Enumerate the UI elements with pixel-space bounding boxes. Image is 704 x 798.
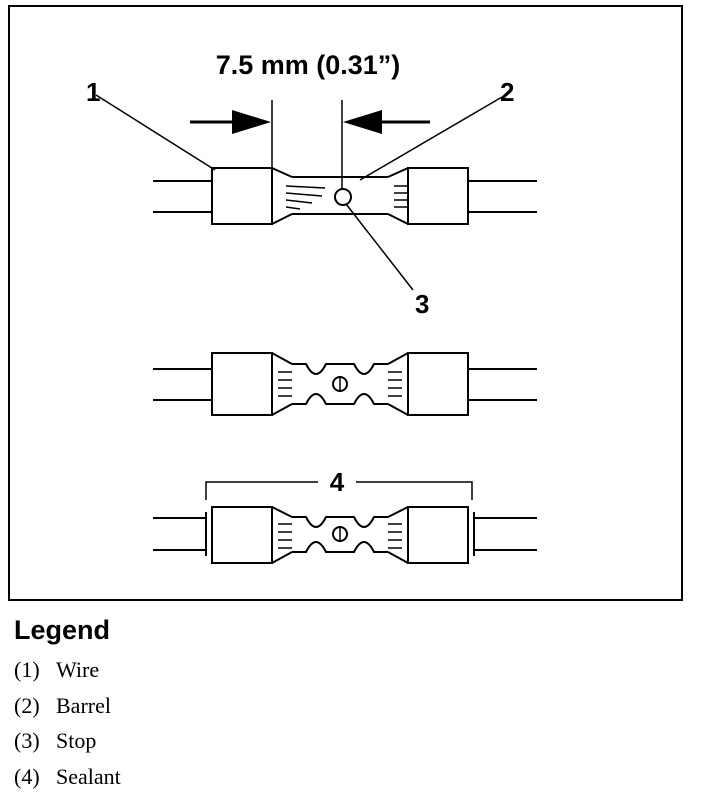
legend-item-label: Stop	[56, 728, 97, 753]
legend-item-sealant: (4) Sealant	[14, 759, 121, 795]
stage-3-sealed	[153, 506, 537, 564]
leader-2	[359, 96, 503, 181]
callout-1: 1	[86, 77, 100, 107]
callout-3: 3	[415, 289, 429, 319]
dimension-markers	[190, 100, 430, 190]
legend-item-number: (4)	[14, 763, 40, 789]
callout-4: 4	[330, 467, 345, 497]
stage-1-splice	[153, 167, 537, 225]
legend-item-barrel: (2) Barrel	[14, 688, 121, 724]
sealant-bracket	[205, 481, 473, 500]
legend-item-number: (2)	[14, 692, 40, 718]
legend-item-label: Barrel	[56, 692, 111, 718]
legend-item-number: (1)	[14, 657, 40, 682]
leader-3	[345, 203, 414, 291]
legend-item-number: (3)	[14, 728, 40, 753]
stage-2-crimped	[153, 352, 537, 416]
legend-item-label: Wire	[56, 657, 100, 682]
callout-2: 2	[500, 77, 514, 107]
dimension-arrow-left	[232, 110, 271, 134]
legend-title: Legend	[14, 615, 111, 645]
dimension-label: 7.5 mm (0.31”)	[216, 50, 401, 80]
legend-item-wire: (1) Wire	[14, 652, 121, 688]
legend-item-label: Sealant	[56, 763, 121, 789]
dimension-arrow-right	[343, 110, 382, 134]
figure-frame	[8, 5, 683, 601]
legend: Legend (1) Wire (2) Barrel (3) Stop (4) Seal…	[14, 614, 121, 794]
leader-1	[95, 94, 216, 171]
legend-item-stop: (3) Stop	[14, 723, 121, 759]
splice-diagram: 7.5 mm (0.31”) 1 2 3 4	[86, 50, 537, 564]
